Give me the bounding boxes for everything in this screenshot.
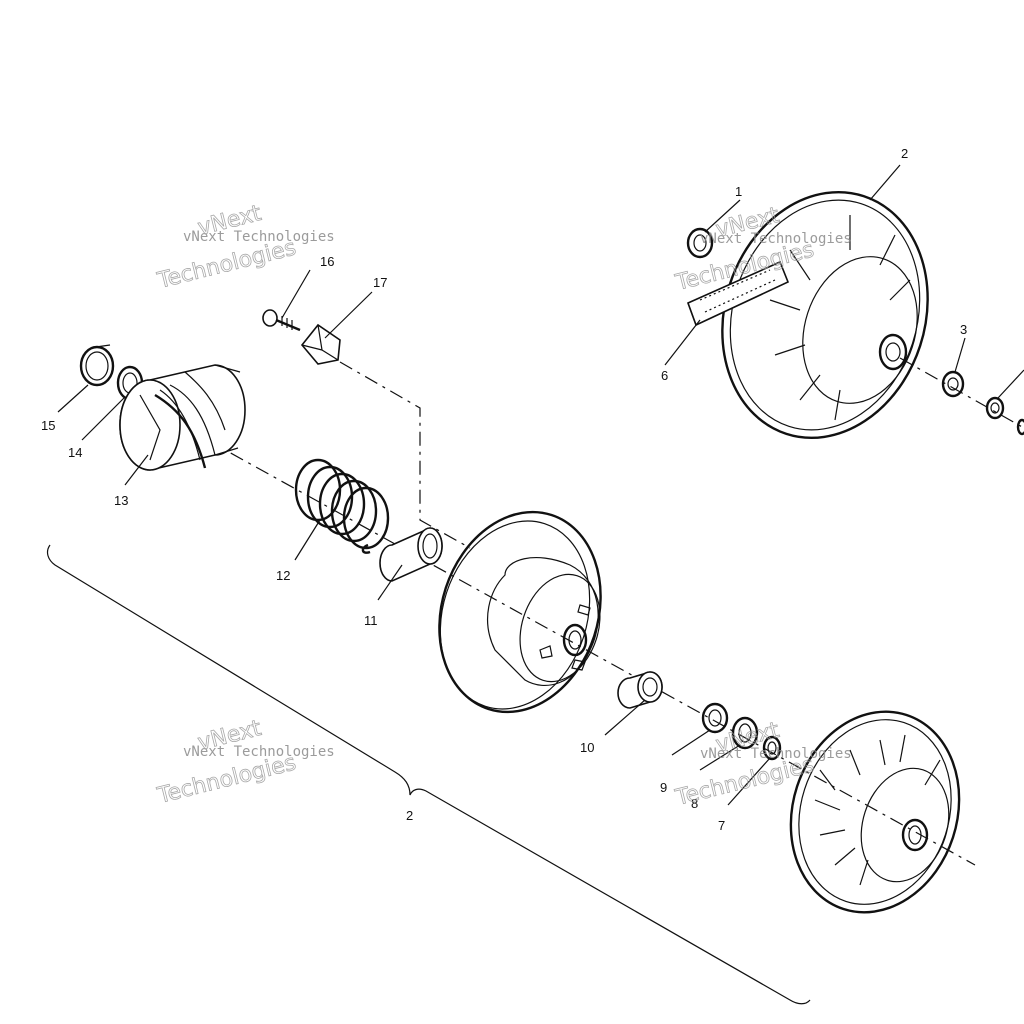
callout-3: 3 — [960, 322, 967, 337]
part-6-friction-pad — [686, 260, 790, 327]
part-17-guide-line — [339, 361, 471, 549]
upper-pulley-assembly — [721, 190, 929, 440]
part-10-bushing — [617, 671, 663, 709]
callout-8: 8 — [691, 796, 698, 811]
part-17-button — [300, 323, 341, 365]
leader-lines — [57, 164, 1024, 806]
movable-sheave — [438, 510, 602, 714]
callout-1: 1 — [735, 184, 742, 199]
callout-16: 16 — [320, 254, 334, 269]
part-11-bushing — [379, 527, 443, 582]
callout-6: 6 — [661, 368, 668, 383]
right-edge-nut — [985, 396, 1024, 436]
callout-12: 12 — [276, 568, 290, 583]
svg-text:vNext Technologies: vNext Technologies — [700, 231, 852, 247]
callout-7: 7 — [718, 818, 725, 833]
svg-text:vNext Technologies: vNext Technologies — [700, 746, 852, 762]
part-8-washer — [731, 716, 759, 750]
assembly-bracket — [46, 544, 811, 1005]
stationary-sheave — [789, 710, 961, 914]
callout-14: 14 — [68, 445, 82, 460]
watermark-bottom-right: vNext Technologies vNext Technologies — [672, 718, 852, 812]
part-1-washer — [686, 227, 714, 259]
watermark-bottom-left: vNext Technologies vNext Technologies — [154, 716, 335, 810]
callout-15: 15 — [41, 418, 55, 433]
svg-text:vNext Technologies: vNext Technologies — [183, 229, 335, 245]
part-9-washer — [701, 702, 729, 734]
part-16-screw — [262, 309, 301, 332]
part-3-washer — [941, 370, 965, 398]
callout-11: 11 — [364, 613, 378, 628]
callout-17: 17 — [373, 275, 387, 290]
svg-text:vNext Technologies: vNext Technologies — [183, 744, 335, 760]
part-15-snap-ring — [79, 344, 115, 387]
callout-10: 10 — [580, 740, 594, 755]
part-13-cam-spider — [119, 364, 246, 471]
part-7-washer — [762, 735, 782, 761]
callout-13: 13 — [114, 493, 128, 508]
center-axis-line — [179, 424, 976, 866]
upper-axis-line — [899, 357, 1024, 429]
watermark-top-left: vNext Technologies vNext Technologies — [154, 201, 335, 295]
callout-2-bracket: 2 — [406, 808, 413, 823]
callout-2-top: 2 — [901, 146, 908, 161]
callout-9: 9 — [660, 780, 667, 795]
part-12-spring — [294, 458, 390, 554]
